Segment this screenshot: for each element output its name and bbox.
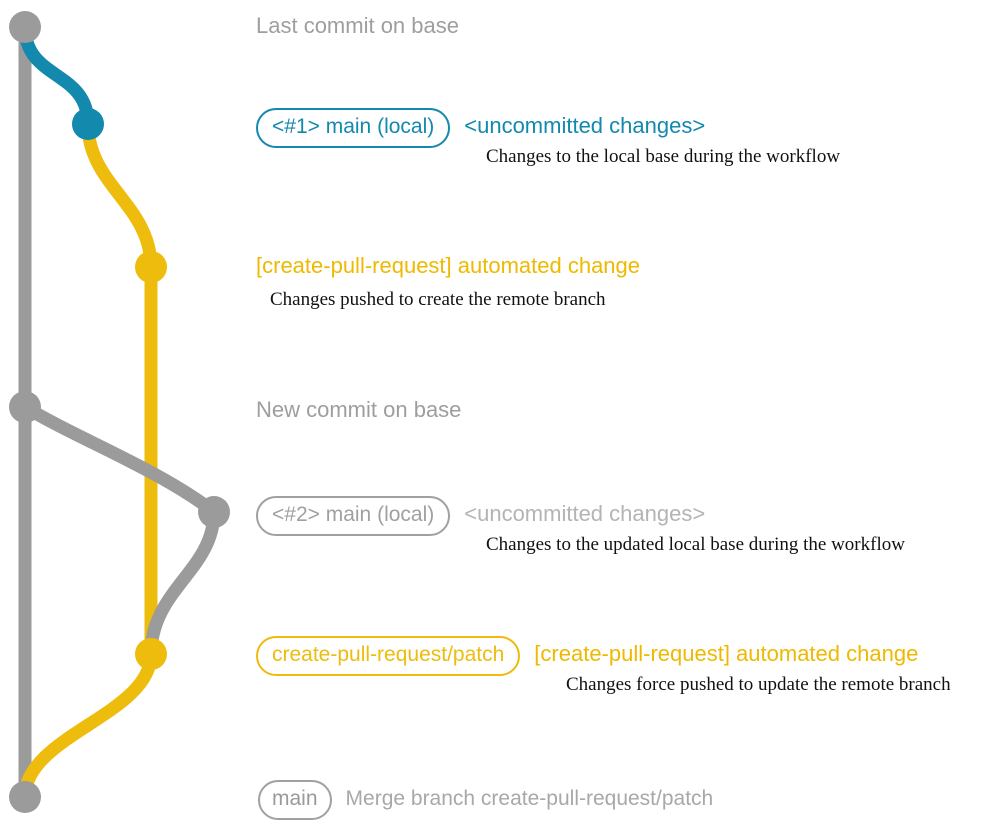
commit-node-patch-1[interactable] <box>135 251 167 283</box>
row-automated-change-1: [create-pull-request] automated change <box>256 252 640 280</box>
commit-node-new-base[interactable] <box>9 391 41 423</box>
branch-pill-main-local-2[interactable]: <#2> main (local) <box>256 496 451 536</box>
description-local-uncommitted-1: Changes to the local base during the wor… <box>486 146 841 167</box>
commit-node-last-base[interactable] <box>9 11 41 43</box>
row-last-commit-on-base: Last commit on base <box>256 12 459 40</box>
row-new-commit-on-base: New commit on base <box>256 396 461 424</box>
description-automated-change-2: Changes force pushed to update the remot… <box>566 674 951 695</box>
base-to-local-line-2 <box>18 400 221 519</box>
commit-node-merge[interactable] <box>9 781 41 813</box>
commit-message-automated-2: [create-pull-request] automated change <box>534 641 919 666</box>
commit-message-merge: Merge branch create-pull-request/patch <box>345 787 714 810</box>
commit-node-local-1[interactable] <box>72 108 104 140</box>
commit-node-local-2[interactable] <box>198 496 230 528</box>
commit-message-uncommitted-2: <uncommitted changes> <box>464 501 706 526</box>
patch-merge-line <box>18 647 158 804</box>
branch-pill-create-pull-request-patch[interactable]: create-pull-request/patch <box>256 636 521 676</box>
commit-message-new-base: New commit on base <box>256 397 462 422</box>
patch-branch-line-1 <box>81 117 158 274</box>
local-to-patch-line-2 <box>144 505 221 661</box>
branch-pill-main-local-1[interactable]: <#1> main (local) <box>256 108 451 148</box>
description-local-uncommitted-2: Changes to the updated local base during… <box>486 534 905 555</box>
commit-message-last-base: Last commit on base <box>256 13 459 38</box>
row-local-uncommitted-1: <#1> main (local) <uncommitted changes> <box>256 108 705 148</box>
row-merge-commit: main Merge branch create-pull-request/pa… <box>258 780 713 820</box>
row-local-uncommitted-2: <#2> main (local) <uncommitted changes> <box>256 496 705 536</box>
branch-pill-main[interactable]: main <box>258 780 332 820</box>
row-automated-change-2: create-pull-request/patch [create-pull-r… <box>256 636 918 676</box>
description-automated-change-1: Changes pushed to create the remote bran… <box>270 289 606 310</box>
commit-message-uncommitted-1: <uncommitted changes> <box>464 113 706 138</box>
local-branch-line-1 <box>18 20 95 131</box>
commit-message-automated-1: [create-pull-request] automated change <box>256 253 641 278</box>
commit-node-patch-2[interactable] <box>135 638 167 670</box>
